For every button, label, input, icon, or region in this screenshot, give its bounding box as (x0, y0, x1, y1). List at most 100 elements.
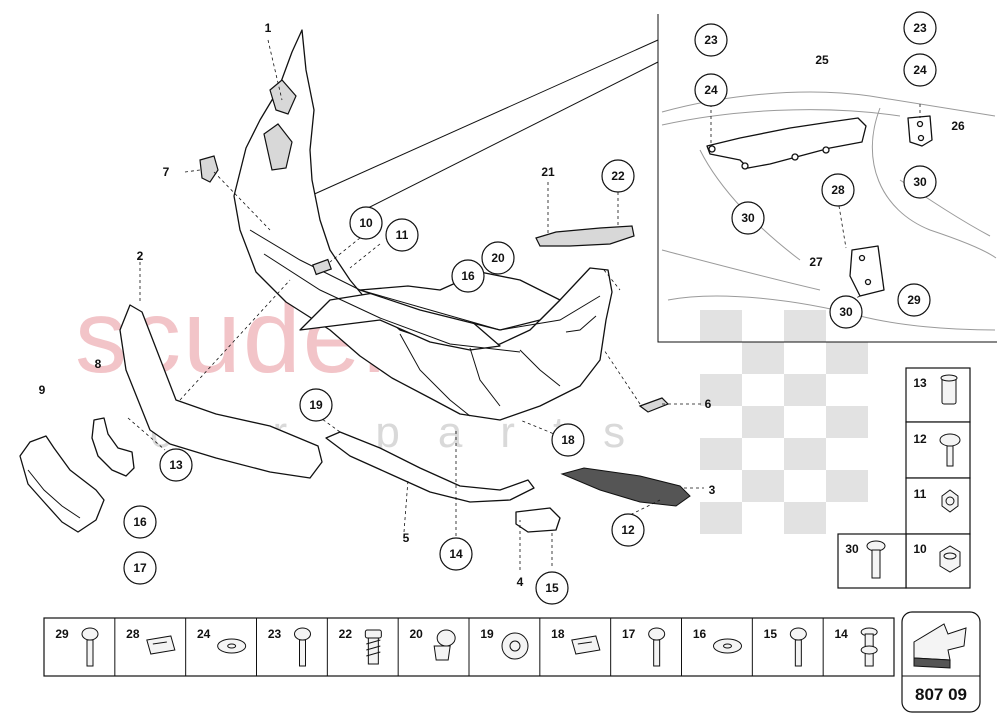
bracket-hole (791, 153, 799, 161)
bracket-21 (535, 225, 635, 247)
nut-icon (939, 545, 961, 573)
callout-number: 17 (133, 561, 147, 575)
hw-label-10: 10 (913, 542, 927, 556)
lower-strip-5 (325, 431, 535, 503)
hw-label-24: 24 (197, 627, 211, 641)
callout-15: 15 (535, 571, 569, 605)
hw-label-15: 15 (764, 627, 778, 641)
callout-1: 1 (265, 21, 272, 35)
callout-number: 3 (709, 483, 716, 497)
callout-circle (123, 551, 157, 585)
callout-number: 5 (403, 531, 410, 545)
callout-8: 8 (95, 357, 102, 371)
checker-flag-logo (700, 310, 868, 534)
part-6 (638, 397, 670, 413)
callout-number: 16 (133, 515, 147, 529)
callout-number: 16 (461, 269, 475, 283)
hw-label-19: 19 (480, 627, 494, 641)
callout-5: 5 (403, 531, 410, 545)
bracket-26 (907, 115, 933, 147)
callout-number: 2 (137, 249, 144, 263)
screw-icon (81, 627, 99, 667)
bracket-hole (916, 120, 924, 128)
callout-number: 23 (913, 21, 927, 35)
callout-number: 24 (704, 83, 718, 97)
callout-number: 11 (396, 228, 409, 242)
callout-12: 12 (611, 513, 645, 547)
callout-19: 19 (299, 388, 333, 422)
callout-21: 21 (541, 165, 555, 179)
callout-number: 8 (95, 357, 102, 371)
callout-30b: 30 (903, 165, 937, 199)
hardware-table-right: 13 12 11 10 30 (837, 367, 971, 589)
callout-26: 26 (951, 119, 965, 133)
callout-circle (903, 11, 937, 45)
callout-4: 4 (517, 575, 524, 589)
callout-number: 30 (913, 175, 927, 189)
callout-11: 11 (385, 218, 419, 252)
callout-circle (731, 201, 765, 235)
callout-circle (535, 571, 569, 605)
side-strip-2 (119, 304, 323, 479)
rivet-icon (433, 629, 456, 661)
callout-18: 18 (551, 423, 585, 457)
callout-number: 18 (561, 433, 575, 447)
hw-label-22: 22 (339, 627, 353, 641)
callout-circle (821, 173, 855, 207)
hw-label-18: 18 (551, 627, 565, 641)
diagram-code: 807 09 (915, 685, 967, 704)
hw-label-12: 12 (913, 432, 927, 446)
callout-number: 22 (611, 169, 625, 183)
bracket-hole (708, 145, 716, 153)
callout-circle (439, 537, 473, 571)
callout-number: 15 (545, 581, 559, 595)
washer-icon (217, 638, 247, 654)
callout-circle (897, 283, 931, 317)
callout-20: 20 (481, 241, 515, 275)
callout-circle (694, 23, 728, 57)
hw-label-13: 13 (913, 376, 927, 390)
callout-circle (903, 165, 937, 199)
callout-circle (123, 505, 157, 539)
grille-3 (560, 467, 691, 507)
hw-label-29: 29 (55, 627, 69, 641)
callout-number: 21 (541, 165, 555, 179)
bracket-hole (917, 134, 925, 142)
hw-label-16: 16 (693, 627, 707, 641)
hw-label-20: 20 (409, 627, 423, 641)
callout-number: 13 (169, 458, 183, 472)
bolt-icon (860, 627, 878, 667)
callout-number: 28 (831, 183, 845, 197)
callout-2: 2 (137, 249, 144, 263)
nut-icon (941, 489, 959, 513)
callout-6: 6 (705, 397, 712, 411)
bracket-25 (706, 117, 867, 169)
callout-number: 1 (265, 21, 272, 35)
clip-7 (199, 155, 219, 183)
callout-7: 7 (163, 165, 170, 179)
part-4 (515, 507, 561, 533)
callout-number: 14 (449, 547, 463, 561)
callout-circle (694, 73, 728, 107)
callout-circle (601, 159, 635, 193)
callout-3: 3 (709, 483, 716, 497)
callout-number: 26 (951, 119, 965, 133)
callout-circle (159, 448, 193, 482)
hw-label-30: 30 (845, 542, 859, 556)
callout-number: 30 (839, 305, 853, 319)
callout-14: 14 (439, 537, 473, 571)
bracket-hole (858, 254, 866, 262)
callout-24a: 24 (694, 73, 728, 107)
callout-number: 9 (39, 383, 46, 397)
callout-circle (299, 388, 333, 422)
corner-part-9 (19, 435, 105, 533)
callout-circle (349, 206, 383, 240)
callout-circle (385, 218, 419, 252)
callout-circle (481, 241, 515, 275)
arrow-icon (913, 623, 967, 669)
callout-number: 6 (705, 397, 712, 411)
callout-number: 12 (621, 523, 635, 537)
